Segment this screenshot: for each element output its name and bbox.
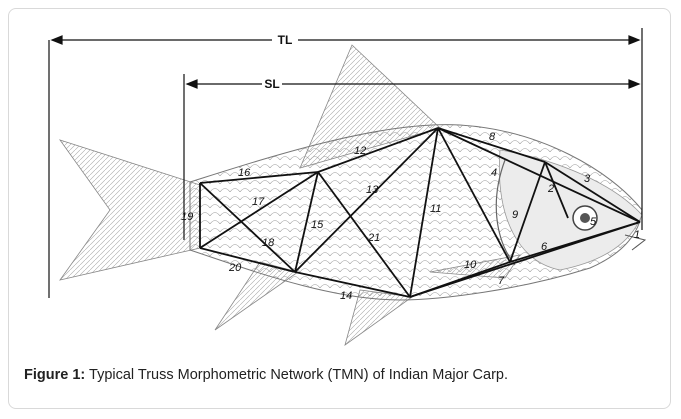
truss-label: 20 (228, 262, 242, 274)
truss-label: 2 (547, 183, 554, 195)
caption-label: Figure 1: (24, 367, 85, 383)
truss-label: 19 (181, 211, 193, 223)
truss-label: 13 (366, 184, 379, 196)
truss-label: 14 (340, 290, 352, 302)
caudal-fin (60, 140, 200, 280)
truss-label: 16 (238, 167, 251, 179)
truss-label: 5 (590, 216, 597, 228)
truss-label: 7 (498, 275, 505, 287)
fish-pupil (580, 213, 590, 223)
truss-label: 1 (634, 229, 640, 241)
truss-label: 8 (489, 131, 496, 143)
truss-label: 10 (464, 259, 477, 271)
tl-label: TL (278, 33, 293, 47)
truss-label: 9 (512, 209, 518, 221)
truss-label: 21 (367, 232, 380, 244)
truss-label: 11 (430, 203, 441, 215)
truss-label: 4 (491, 167, 497, 179)
fish-drawing (60, 45, 645, 345)
figure-caption: Figure 1: Typical Truss Morphometric Net… (24, 365, 652, 385)
truss-label: 3 (584, 173, 591, 185)
truss-label: 17 (252, 196, 265, 208)
caption-text: Typical Truss Morphometric Network (TMN)… (89, 367, 508, 383)
truss-label: 6 (541, 241, 548, 253)
truss-label: 12 (354, 145, 366, 157)
truss-label: 18 (262, 237, 275, 249)
truss-label: 15 (311, 219, 324, 231)
sl-label: SL (264, 77, 279, 91)
figure-illustration: TL SL 1 2 3 4 5 6 7 8 9 10 11 12 (0, 0, 681, 360)
